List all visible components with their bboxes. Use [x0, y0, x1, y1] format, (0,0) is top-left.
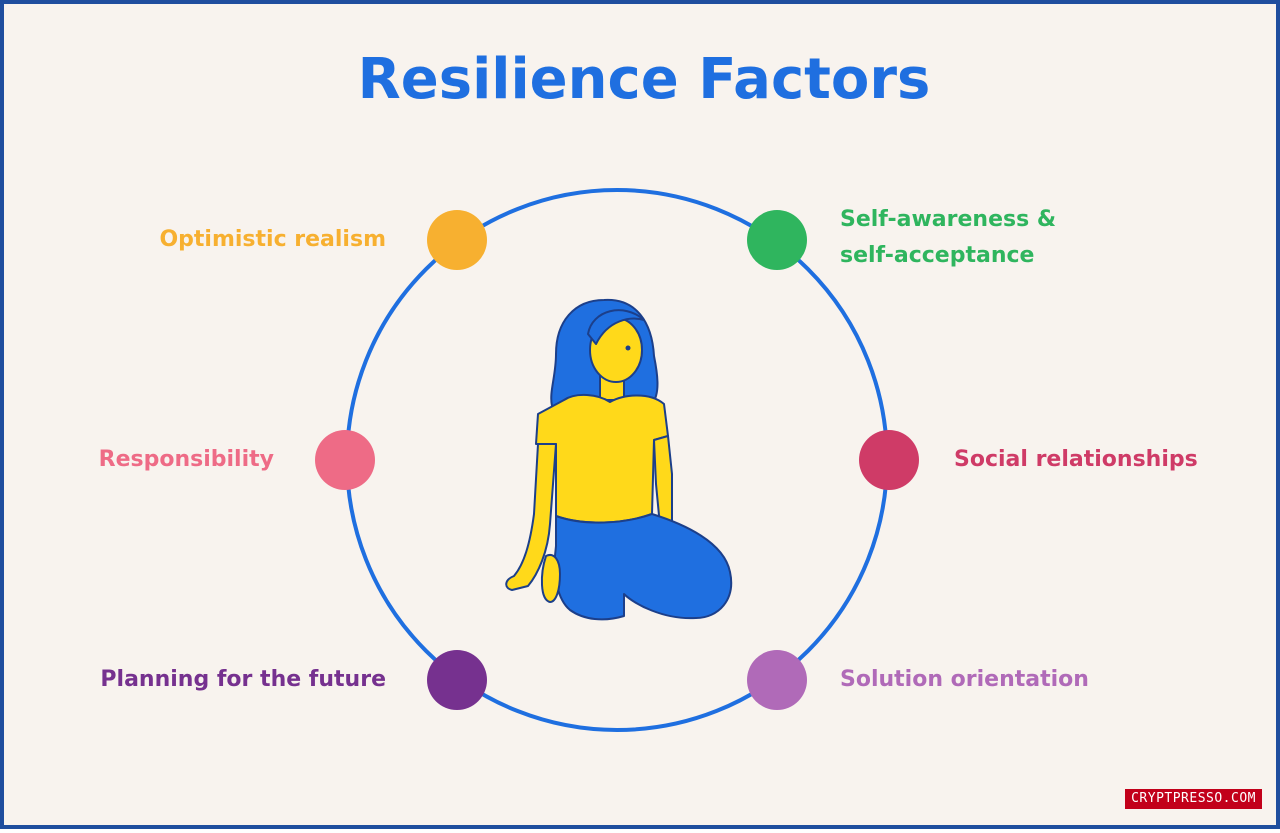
factor-dot-planning-future: [427, 650, 487, 710]
factor-dot-self-awareness: [747, 210, 807, 270]
factor-label-planning-future: Planning for the future: [100, 667, 386, 692]
pants: [553, 513, 733, 621]
factor-label-social-relationships: Social relationships: [954, 447, 1198, 472]
factor-dot-responsibility: [315, 430, 375, 490]
hair-bangs: [587, 309, 645, 345]
left-arm: [505, 443, 557, 591]
page-title: Resilience Factors: [357, 47, 931, 112]
factor-label-self-awareness: Self-awareness & self-acceptance: [840, 202, 1056, 274]
eye: [625, 345, 631, 351]
factor-label-self-awareness-line2: self-acceptance: [840, 243, 1035, 268]
watermark: CRYPTPRESSO.COM: [1125, 789, 1262, 809]
factor-dot-optimistic-realism: [427, 210, 487, 270]
factor-label-responsibility: Responsibility: [98, 447, 274, 472]
factor-label-self-awareness-line1: Self-awareness &: [840, 207, 1057, 232]
kneeling-person-illustration: [505, 298, 733, 621]
factor-dot-solution-orientation: [747, 650, 807, 710]
resilience-diagram: [315, 188, 919, 732]
right-arm: [653, 435, 673, 527]
factor-label-solution-orientation: Solution orientation: [840, 667, 1089, 692]
factor-label-optimistic-realism: Optimistic realism: [159, 227, 386, 252]
factor-dot-social-relationships: [859, 430, 919, 490]
foot: [540, 554, 561, 603]
